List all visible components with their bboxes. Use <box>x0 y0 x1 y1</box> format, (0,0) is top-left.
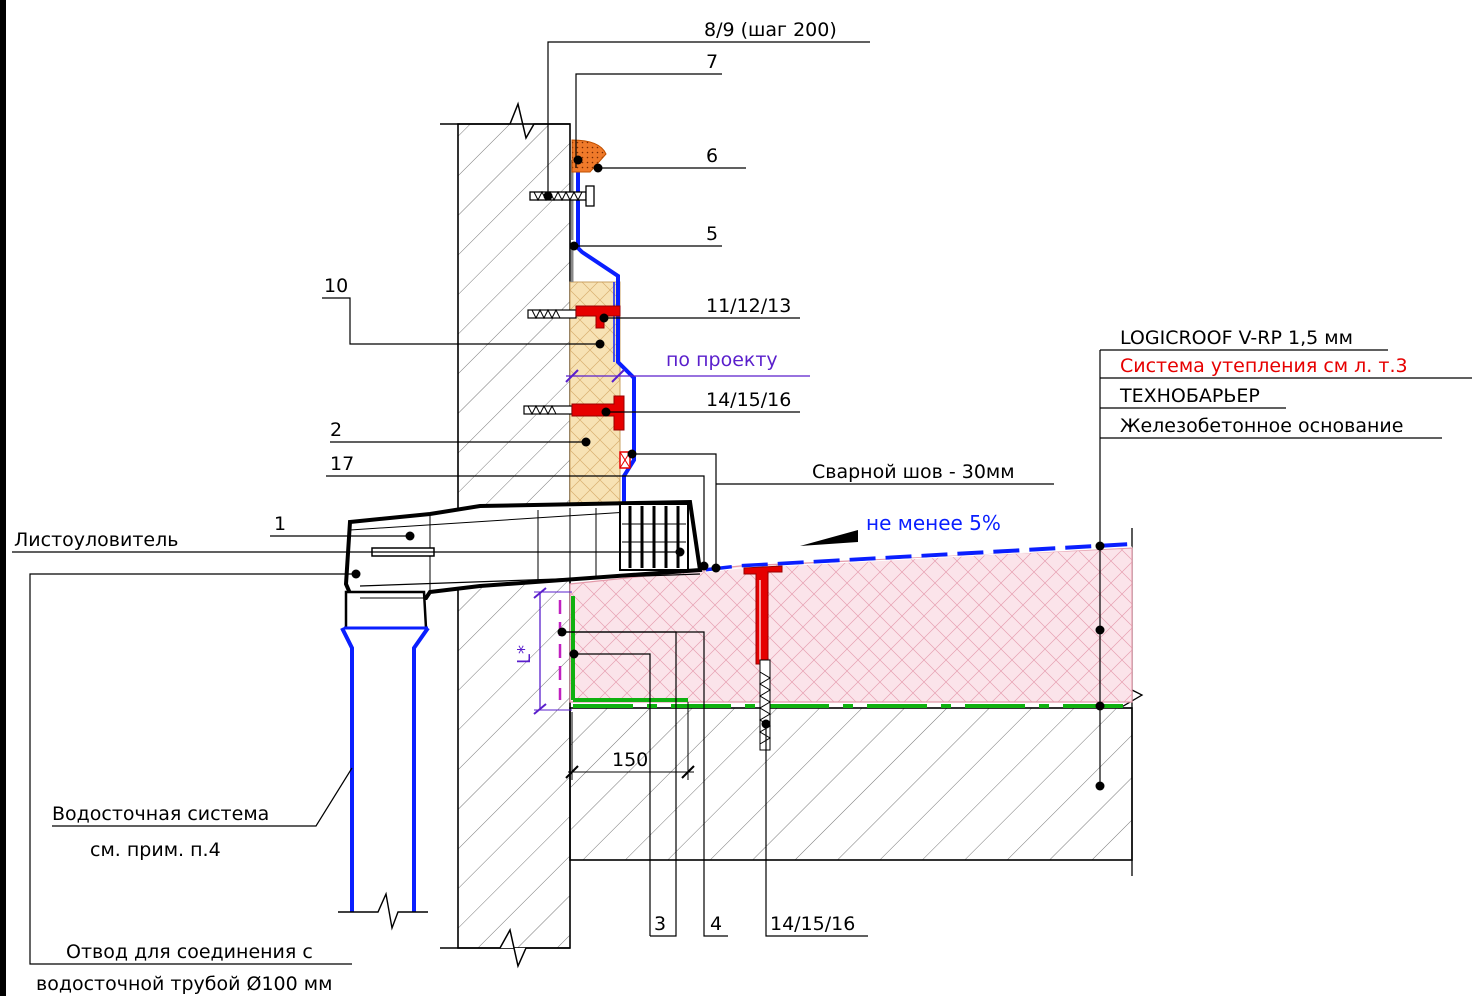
leaders <box>12 41 1472 965</box>
po-proektu-label: по проекту <box>666 349 778 371</box>
callout-2: 2 <box>330 419 342 441</box>
downpipe <box>338 626 430 931</box>
layer-stack-labels: LOGICROOF V-RP 1,5 мм Система утепления … <box>1119 327 1408 437</box>
dimension-po-proektu: по проекту <box>565 349 810 383</box>
top-screw <box>529 185 595 207</box>
leader-dots <box>351 155 1105 791</box>
slope-arrow: не менее 5% <box>800 511 1001 546</box>
slope-label: не менее 5% <box>866 511 1001 535</box>
vapour-barrier <box>558 596 1132 708</box>
roof-anchor <box>743 565 783 751</box>
callout-11-12-13: 11/12/13 <box>706 295 791 317</box>
callout-10: 10 <box>324 275 348 297</box>
parapet-membrane <box>576 158 636 504</box>
drain-system-label-2: см. прим. п.4 <box>90 839 221 861</box>
dim-150-label: 150 <box>612 749 648 771</box>
layer-label: LOGICROOF V-RP 1,5 мм <box>1120 327 1353 349</box>
weld-label: Сварной шов - 30мм <box>812 461 1015 483</box>
callout-3: 3 <box>654 913 666 935</box>
outlet-label-2: водосточной трубой Ø100 мм <box>36 973 332 995</box>
dim-L-label: L* <box>514 645 535 664</box>
callout-7: 7 <box>706 51 718 73</box>
layer-label: Система утепления см л. т.3 <box>1120 355 1408 377</box>
drain-system-label-1: Водосточная система <box>52 803 269 825</box>
dimension-L: L* <box>514 587 572 715</box>
anchor-lower <box>523 395 625 431</box>
callout-14-15-16-top: 14/15/16 <box>706 389 791 411</box>
callout-labels: 8/9 (шаг 200) 7 6 5 10 11/12/13 14/15/16… <box>14 19 1015 995</box>
sealant-bead <box>571 139 607 173</box>
callout-8-9: 8/9 (шаг 200) <box>704 19 837 41</box>
callout-4: 4 <box>710 913 722 935</box>
dimension-150: 150 <box>565 702 695 780</box>
leaf-catcher-label: Листоуловитель <box>14 529 178 551</box>
callout-1: 1 <box>274 513 286 535</box>
callout-17: 17 <box>330 453 354 475</box>
frame-edge <box>0 0 6 996</box>
vertical-insulation <box>569 281 621 505</box>
anchor-upper <box>527 305 621 329</box>
callout-6: 6 <box>706 145 718 167</box>
callout-14-15-16-bottom: 14/15/16 <box>770 913 855 935</box>
layer-label: ТЕХНОБАРЬЕР <box>1119 385 1260 407</box>
outlet-label-1: Отвод для соединения с <box>66 941 313 963</box>
callout-5: 5 <box>706 223 718 245</box>
layer-label: Железобетонное основание <box>1120 415 1403 437</box>
